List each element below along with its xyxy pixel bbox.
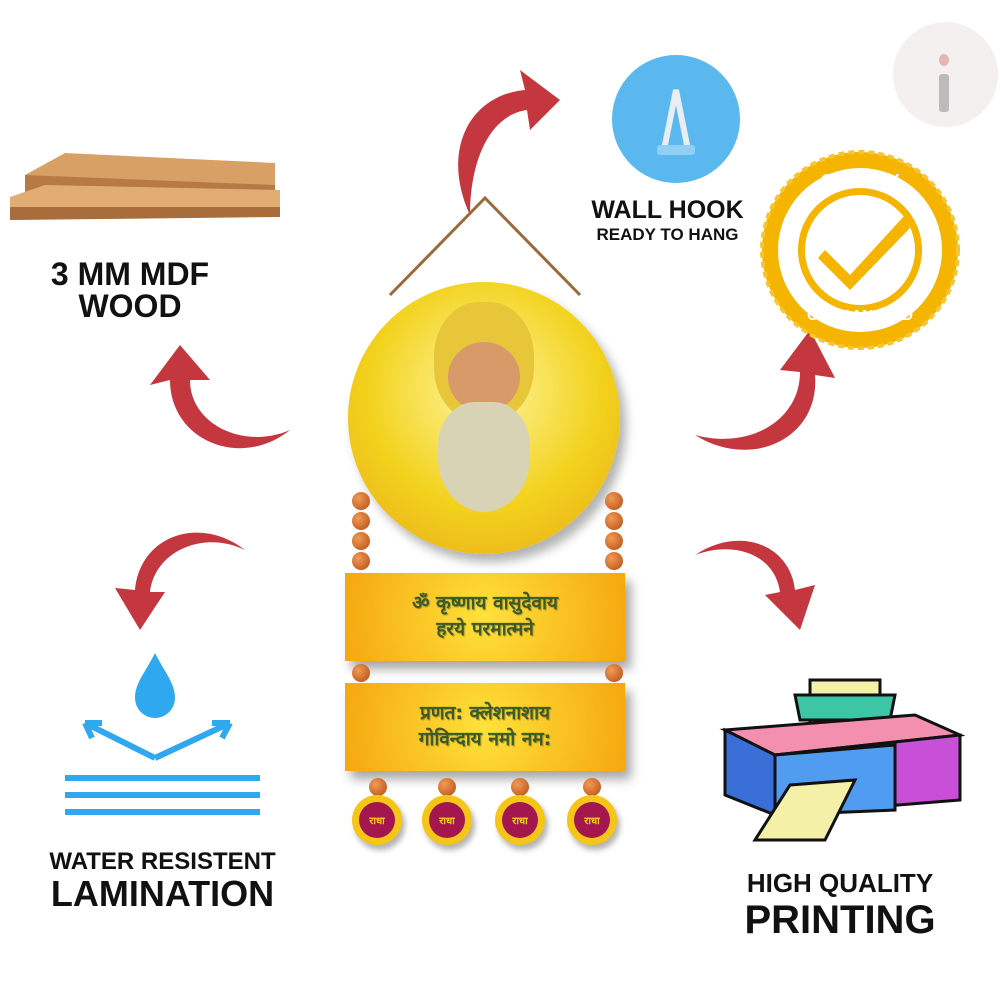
guaranteed-text: GUARANTEED — [807, 307, 913, 324]
wall-hook-icon — [612, 55, 740, 183]
wood-planks-icon — [10, 153, 280, 220]
water-label: WATER RESISTENT LAMINATION — [30, 850, 295, 912]
printing-label-line1: HIGH QUALITY — [746, 868, 934, 898]
mantra-plank-1: ॐ कृष्णाय वासुदेवाय हरये परमात्मने — [345, 573, 625, 661]
water-label-line2: LAMINATION — [50, 873, 275, 914]
arrow-to-quality — [695, 330, 835, 450]
hook-label-line1: WALL HOOK — [591, 196, 744, 224]
arrow-to-wood — [150, 345, 290, 449]
printing-label-line2: PRINTING — [744, 898, 936, 942]
hook-label-line2: READY TO HANG — [596, 225, 739, 244]
arrow-to-printing — [695, 540, 815, 630]
wood-label: 3 MM MDF WOOD — [25, 258, 235, 322]
wood-label-line1: 3 MM MDF — [50, 256, 210, 292]
quality-badge: QUALITY GUARANTEED — [760, 150, 960, 350]
water-label-line1: WATER RESISTENT — [49, 848, 276, 875]
radha-coin: राधा — [422, 795, 472, 845]
hanging-string — [388, 195, 582, 297]
plank2-line1: प्रणत: क्लेशनाशाय — [419, 702, 551, 725]
radha-coin: राधा — [352, 795, 402, 845]
arrow-to-water — [115, 532, 245, 630]
brand-logo-icon — [893, 22, 998, 127]
plank1-line1: ॐ कृष्णाय वासुदेवाय — [412, 592, 558, 615]
mantra-plank-2: प्रणत: क्लेशनाशाय गोविन्दाय नमो नम: — [345, 683, 625, 771]
portrait-disc — [348, 282, 620, 554]
wood-label-line2: WOOD — [78, 288, 182, 324]
water-resistant-icon — [65, 653, 260, 815]
printing-label: HIGH QUALITY PRINTING — [720, 870, 960, 940]
hook-label: WALL HOOK READY TO HANG — [575, 196, 760, 244]
radha-coin: राधा — [567, 795, 617, 845]
plank1-line2: हरये परमात्मने — [436, 618, 534, 640]
printer-icon — [719, 678, 965, 842]
radha-coin: राधा — [495, 795, 545, 845]
checkmark-icon — [818, 215, 910, 290]
quality-text: QUALITY — [820, 171, 900, 191]
plank2-line2: गोविन्दाय नमो नम: — [418, 728, 552, 750]
arrow-to-hook — [458, 70, 560, 215]
